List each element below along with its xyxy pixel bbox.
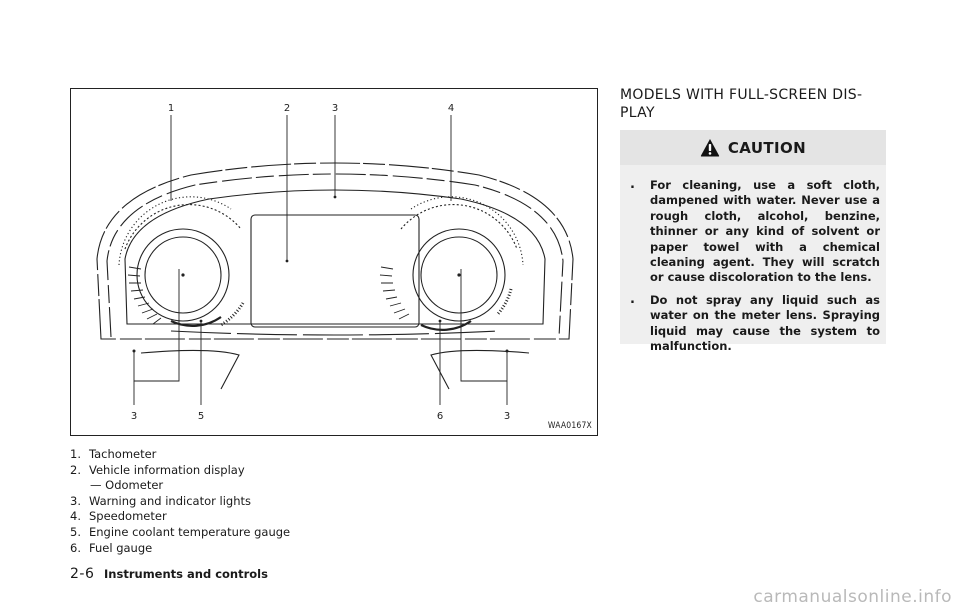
caution-text: Do not spray any liquid such as water on… (650, 292, 880, 354)
callout-3-bottom-left: 3 (131, 411, 137, 422)
page-footer: 2-6 Instruments and controls (70, 566, 268, 582)
legend-item: 2. Vehicle information display (70, 463, 390, 479)
watermark: carmanualsonline.info (753, 587, 952, 607)
legend-number: 3. (70, 493, 81, 508)
caution-header: CAUTION (620, 130, 886, 165)
legend-item: 5. Engine coolant temperature gauge (70, 525, 390, 541)
caution-text: For cleaning, use a soft cloth, dampened… (650, 178, 880, 285)
legend-text: Warning and indicator lights (89, 493, 251, 508)
legend-number: 6. (70, 540, 81, 555)
legend-number: 2. (70, 462, 81, 477)
section-title-line: MODELS WITH FULL-SCREEN DIS- (620, 87, 863, 103)
section-title-line: PLAY (620, 105, 655, 121)
callout-2: 2 (284, 103, 290, 114)
instrument-cluster-figure: 1 2 3 4 3 5 6 3 WAA0167X (70, 88, 598, 436)
caution-bullet: . (630, 177, 635, 192)
page-number: 2-6 (70, 566, 95, 582)
caution-title: CAUTION (727, 138, 807, 157)
legend-text: Vehicle information display (89, 462, 245, 477)
legend-item: 1. Tachometer (70, 447, 390, 463)
callout-3-bottom-right: 3 (504, 411, 510, 422)
legend-text: — Odometer (90, 478, 164, 493)
caution-box: CAUTION . For cleaning, use a soft cloth… (620, 130, 886, 353)
legend-text: Speedometer (89, 509, 167, 524)
warning-triangle-icon (700, 139, 720, 157)
legend-number: 5. (70, 524, 81, 539)
figure-code: WAA0167X (547, 421, 592, 431)
legend-number: 1. (70, 447, 81, 461)
footer-section-title: Instruments and controls (104, 567, 268, 581)
caution-list: . For cleaning, use a soft cloth, dampen… (630, 178, 880, 361)
caution-item: . Do not spray any liquid such as water … (630, 291, 880, 355)
callout-5: 5 (198, 411, 204, 422)
caution-bullet: . (630, 291, 635, 307)
legend-item: 3. Warning and indicator lights (70, 494, 390, 510)
cluster-illustration: 1 2 3 4 3 5 6 3 (96, 103, 574, 422)
caution-item: . For cleaning, use a soft cloth, dampen… (630, 178, 880, 286)
section-title: MODELS WITH FULL-SCREEN DIS- PLAY (620, 86, 890, 122)
callout-4: 4 (448, 103, 454, 114)
figure-legend: 1. Tachometer 2. Vehicle information dis… (70, 447, 390, 556)
legend-text: Engine coolant temperature gauge (89, 524, 291, 539)
callout-6: 6 (437, 411, 443, 422)
legend-number: 4. (70, 509, 81, 524)
legend-text: Fuel gauge (89, 540, 153, 555)
legend-text: Tachometer (89, 447, 157, 461)
callout-1: 1 (168, 103, 174, 114)
legend-subitem: — Odometer (70, 478, 390, 494)
callout-3-top: 3 (332, 103, 338, 114)
legend-item: 6. Fuel gauge (70, 541, 390, 557)
legend-item: 4. Speedometer (70, 509, 390, 525)
